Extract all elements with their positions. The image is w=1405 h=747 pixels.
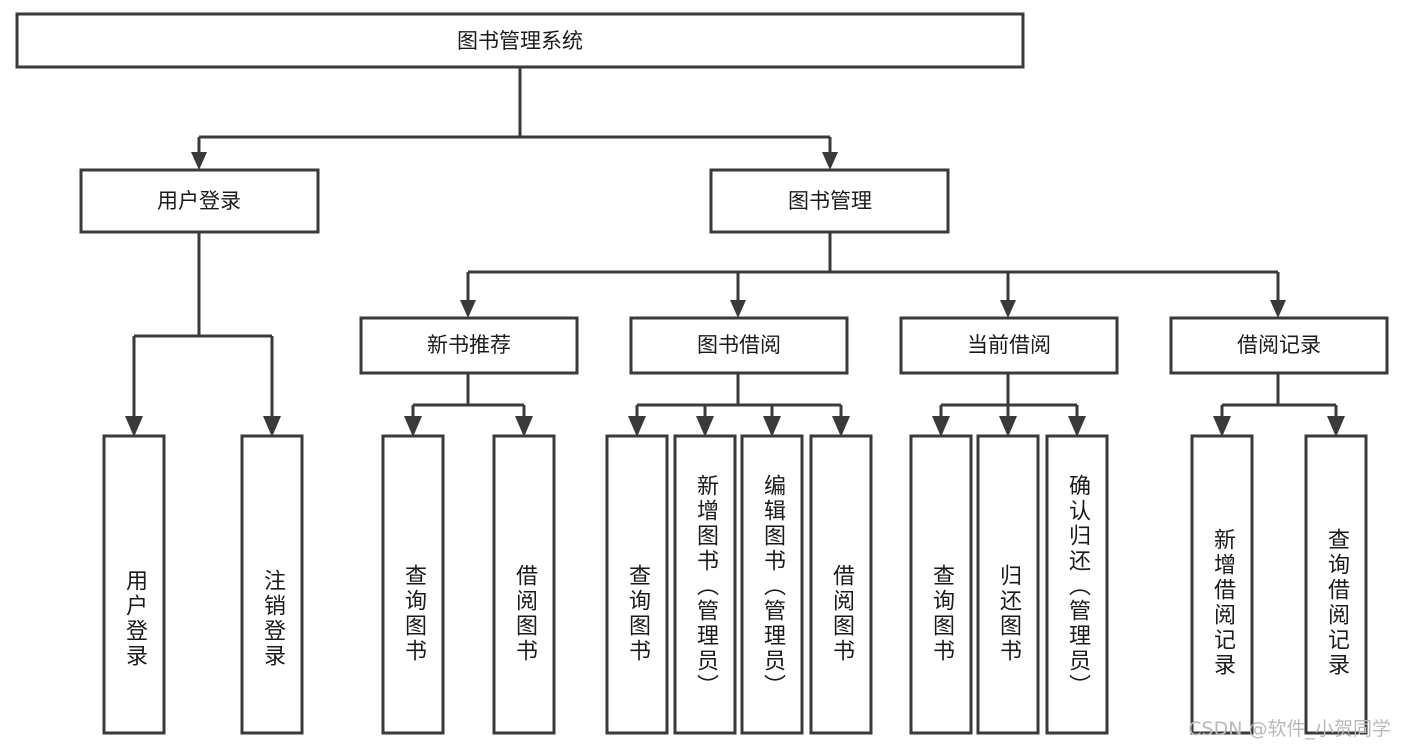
node-user-login[interactable] xyxy=(79,168,320,234)
node-leaf-11-label: 确认归还（管理员） xyxy=(1065,473,1090,699)
node-leaf-13-label: 查询借阅记录 xyxy=(1324,528,1349,678)
node-book-manage[interactable] xyxy=(709,168,950,234)
node-leaf-5[interactable] xyxy=(605,434,669,735)
node-leaf-6[interactable] xyxy=(673,434,737,735)
node-leaf-7-label: 编辑图书（管理员） xyxy=(760,473,785,699)
node-leaf-13[interactable] xyxy=(1304,434,1368,735)
arrow-head-leaf-4 xyxy=(515,416,533,437)
arrow-head-leaf-8 xyxy=(832,416,850,437)
node-leaf-7[interactable] xyxy=(740,434,804,735)
node-leaf-3[interactable] xyxy=(381,434,445,735)
node-leaf-8[interactable] xyxy=(809,434,873,735)
arrow-head-leaf-7 xyxy=(763,416,781,437)
node-root[interactable] xyxy=(15,12,1025,69)
node-book-borrow[interactable] xyxy=(629,316,849,375)
arrow-head-leaf-1 xyxy=(125,416,143,437)
node-book-manage-label: 图书管理 xyxy=(788,189,872,213)
node-new-book-recommend-label: 新书推荐 xyxy=(427,333,511,357)
node-leaf-12[interactable] xyxy=(1190,434,1254,735)
node-leaf-10-label: 归还图书 xyxy=(996,564,1021,664)
node-leaf-2-label: 注销登录 xyxy=(260,569,285,669)
arrow-head-borrow-record xyxy=(1270,300,1286,318)
arrow-head-leaf-2 xyxy=(263,416,281,437)
node-new-book-recommend[interactable] xyxy=(359,316,579,375)
node-current-borrow[interactable] xyxy=(899,316,1119,375)
connector-layer xyxy=(125,67,1345,437)
node-current-borrow-label: 当前借阅 xyxy=(967,333,1051,357)
node-leaf-1[interactable] xyxy=(102,434,166,735)
node-borrow-record-label: 借阅记录 xyxy=(1237,333,1321,357)
arrow-head-leaf-5 xyxy=(628,416,646,437)
node-leaf-12-label: 新增借阅记录 xyxy=(1210,528,1235,678)
arrow-head-leaf-11 xyxy=(1068,416,1086,437)
node-leaf-4[interactable] xyxy=(492,434,556,735)
arrow-head-book-manage xyxy=(822,152,838,170)
node-leaf-6-label: 新增图书（管理员） xyxy=(693,473,718,699)
arrow-head-leaf-12 xyxy=(1213,416,1231,437)
node-leaf-9[interactable] xyxy=(909,434,973,735)
arrow-head-current-borrow xyxy=(1000,300,1016,318)
node-leaf-10[interactable] xyxy=(976,434,1040,735)
arrow-head-leaf-10 xyxy=(999,416,1017,437)
node-leaf-3-label: 查询图书 xyxy=(401,564,426,664)
node-user-login-label: 用户登录 xyxy=(157,189,241,213)
node-leaf-1-label: 用户登录 xyxy=(122,569,147,669)
node-book-borrow-label: 图书借阅 xyxy=(697,333,781,357)
node-root-label: 图书管理系统 xyxy=(457,29,583,53)
node-layer: 图书管理系统 用户登录 图书管理 新书推荐 图书借阅 当前借阅 借阅记录 xyxy=(15,12,1389,735)
arrow-head-leaf-13 xyxy=(1327,416,1345,437)
node-borrow-record[interactable] xyxy=(1169,316,1389,375)
arrow-head-leaf-9 xyxy=(932,416,950,437)
node-leaf-2[interactable] xyxy=(240,434,304,735)
node-leaf-8-label: 借阅图书 xyxy=(829,564,854,664)
node-leaf-11[interactable] xyxy=(1045,434,1109,735)
arrow-head-leaf-6 xyxy=(696,416,714,437)
arrow-head-leaf-3 xyxy=(404,416,422,437)
arrow-head-user-login xyxy=(191,152,207,170)
csdn-watermark: CSDN @软件_小贺同学 xyxy=(1188,718,1391,740)
node-leaf-4-label: 借阅图书 xyxy=(512,564,537,664)
node-leaf-9-label: 查询图书 xyxy=(929,564,954,664)
node-leaf-5-label: 查询图书 xyxy=(625,564,650,664)
arrow-head-new-book-recommend xyxy=(460,300,476,318)
arrow-head-book-borrow xyxy=(730,300,746,318)
